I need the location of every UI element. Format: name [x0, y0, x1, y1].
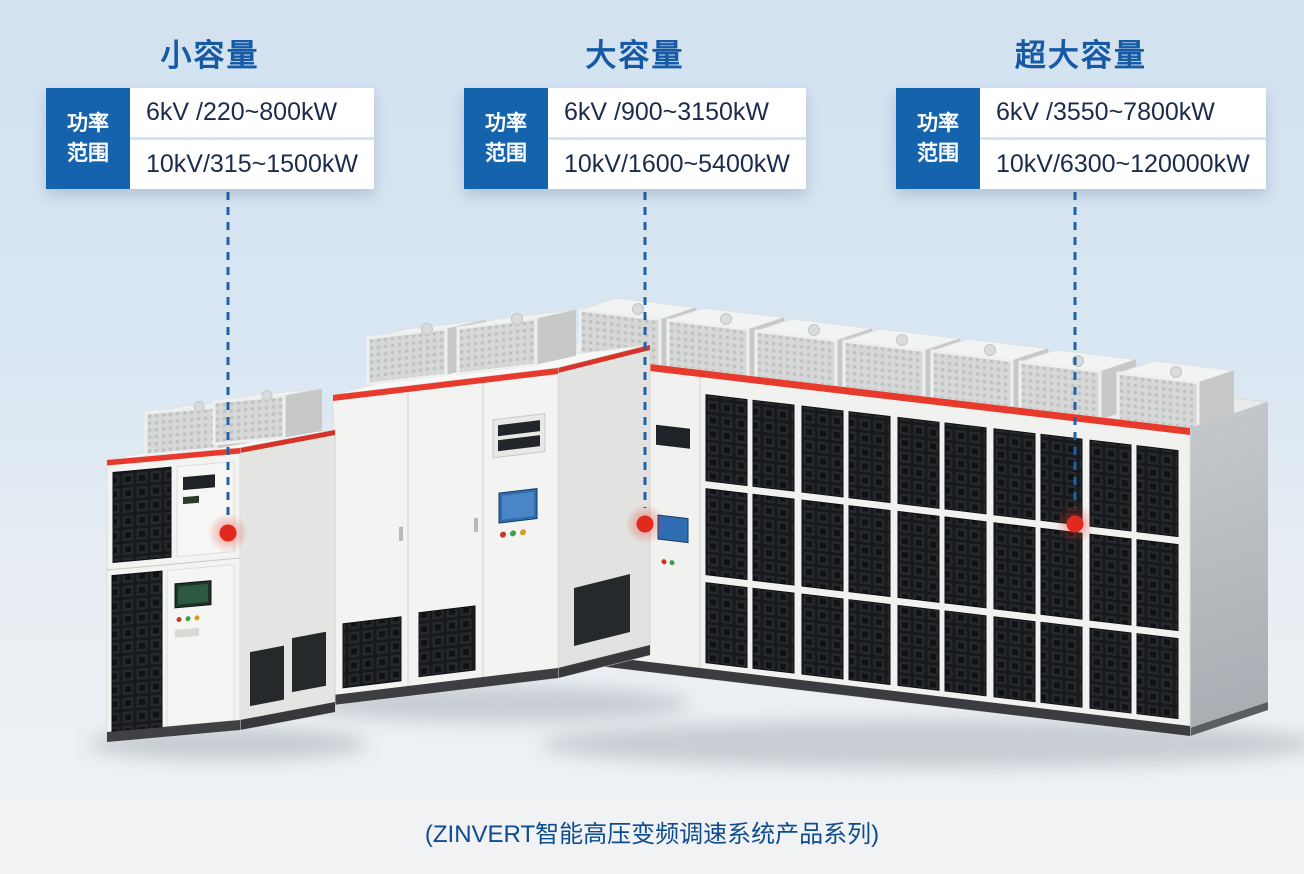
spec-row-6kv: 6kV /900~3150kW	[548, 88, 806, 137]
red-stripe	[548, 352, 1190, 435]
spec-rows: 6kV /3550~7800kW 10kV/6300~120000kW	[980, 88, 1266, 189]
plinth	[333, 668, 558, 705]
capacity-title: 小容量	[160, 38, 260, 73]
plinth	[548, 650, 1190, 736]
power-range-box: 功率范围 6kV /3550~7800kW 10kV/6300~120000kW	[896, 88, 1266, 189]
plinth	[107, 719, 240, 742]
vent-panel	[111, 570, 163, 733]
control-display	[183, 474, 215, 491]
spec-row-6kv: 6kV /220~800kW	[130, 88, 374, 137]
cabinet-front	[106, 447, 241, 743]
red-stripe	[333, 368, 558, 401]
cabinet-side-panel	[1190, 402, 1268, 736]
capacity-title: 超大容量	[1014, 38, 1147, 73]
spec-rows: 6kV /220~800kW 10kV/315~1500kW	[130, 88, 374, 189]
red-stripe	[107, 447, 240, 466]
callout-connectors	[208, 192, 1095, 553]
capacity-group-extra-large: 超大容量 功率范围 6kV /3550~7800kW 10kV/6300~120…	[896, 30, 1266, 189]
capacity-title: 大容量	[585, 38, 685, 73]
power-range-tag: 功率范围	[464, 88, 548, 189]
capacity-group-large: 大容量 功率范围 6kV /900~3150kW 10kV/1600~5400k…	[464, 30, 806, 189]
locator-dot-icon	[636, 515, 654, 533]
capacity-group-small: 小容量 功率范围 6kV /220~800kW 10kV/315~1500kW	[46, 30, 374, 189]
cabinet-front	[547, 351, 1191, 737]
power-range-tag: 功率范围	[896, 88, 980, 189]
locator-dot-icon	[219, 524, 237, 542]
power-range-box: 功率范围 6kV /220~800kW 10kV/315~1500kW	[46, 88, 374, 189]
vent-panel	[418, 605, 476, 678]
spec-row-6kv: 6kV /3550~7800kW	[980, 88, 1266, 137]
spec-rows: 6kV /900~3150kW 10kV/1600~5400kW	[548, 88, 806, 189]
series-caption: (ZINVERT智能高压变频调速系统产品系列)	[424, 821, 880, 848]
cabinet-side-panel	[239, 429, 336, 731]
control-display	[656, 424, 690, 449]
power-range-tag: 功率范围	[46, 88, 130, 189]
locator-dot-icon	[1066, 515, 1084, 533]
cabinet-small	[106, 387, 336, 743]
spec-row-10kv: 10kV/315~1500kW	[130, 140, 374, 189]
cabinet-extra-large	[547, 296, 1269, 737]
cabinet-large	[332, 308, 651, 706]
power-range-box: 功率范围 6kV /900~3150kW 10kV/1600~5400kW	[464, 88, 806, 189]
cabinet-front	[332, 367, 559, 706]
spec-row-10kv: 10kV/6300~120000kW	[980, 140, 1266, 189]
spec-row-10kv: 10kV/1600~5400kW	[548, 140, 806, 189]
cabinet-side-panel	[557, 344, 651, 679]
vent-panel	[112, 466, 172, 564]
vent-panel	[342, 616, 402, 689]
